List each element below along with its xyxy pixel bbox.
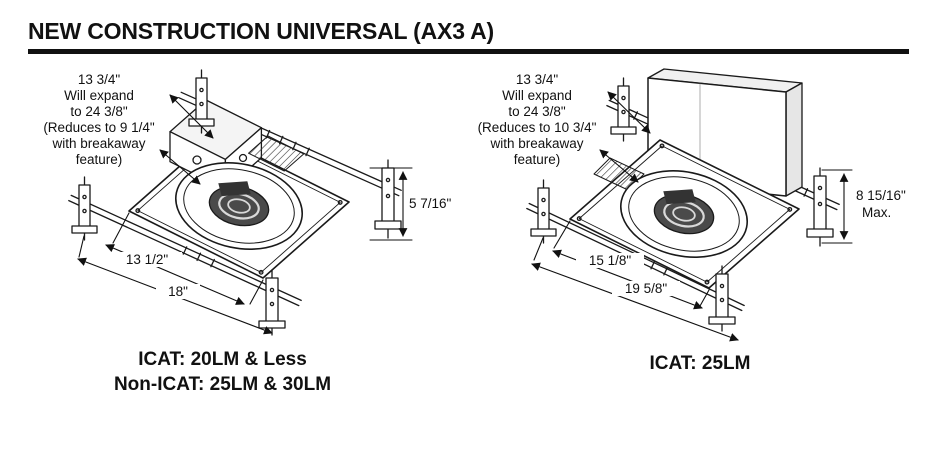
left-caption-line1: ICAT: 20LM & Less bbox=[138, 349, 307, 370]
left-caption-line2: Non-ICAT: 25LM & 30LM bbox=[113, 374, 332, 395]
note-line: to 24 3/8" bbox=[70, 104, 128, 119]
left-expand-note: 13 3/4" Will expand to 24 3/8" (Reduces … bbox=[25, 72, 173, 168]
title-underline bbox=[28, 49, 909, 54]
expand-dimension-arrow bbox=[169, 94, 214, 139]
trim-ring bbox=[174, 162, 304, 250]
left-caption: ICAT: 20LM & Less Non-ICAT: 25LM & 30LM bbox=[85, 347, 360, 397]
note-line: feature) bbox=[513, 152, 561, 167]
note-line: feature) bbox=[75, 152, 123, 167]
note-line: with breakaway bbox=[490, 136, 584, 151]
reduce-dimension-arrow bbox=[599, 149, 639, 183]
right-height-dimension: 8 15/16" bbox=[854, 188, 908, 203]
right-height-dimension-qualifier: Max. bbox=[860, 205, 894, 220]
note-line: with breakaway bbox=[52, 136, 146, 151]
note-line: 13 3/4" bbox=[515, 72, 559, 87]
mounting-bracket bbox=[806, 167, 834, 247]
expand-dimension-arrow bbox=[607, 91, 651, 134]
terminal-block bbox=[248, 135, 305, 172]
note-line: (Reduces to 9 1/4" bbox=[43, 120, 155, 135]
right-caption: ICAT: 25LM bbox=[595, 351, 805, 376]
right-inner-width-dimension: 15 1/8" bbox=[576, 253, 644, 268]
left-height-dimension: 5 7/16" bbox=[407, 196, 454, 211]
trim-ring bbox=[619, 170, 749, 258]
right-expand-note: 13 3/4" Will expand to 24 3/8" (Reduces … bbox=[463, 72, 611, 168]
outer-width-dimension-arrow bbox=[531, 262, 739, 342]
mounting-bracket bbox=[530, 179, 557, 244]
note-line: to 24 3/8" bbox=[508, 104, 566, 119]
left-outer-width-dimension: 18" bbox=[156, 284, 200, 299]
note-line: (Reduces to 10 3/4" bbox=[477, 120, 597, 135]
right-outer-width-dimension: 19 5/8" bbox=[612, 281, 680, 296]
right-caption-line1: ICAT: 25LM bbox=[649, 353, 751, 374]
note-line: Will expand bbox=[64, 88, 134, 103]
note-line: Will expand bbox=[502, 88, 572, 103]
left-inner-width-dimension: 13 1/2" bbox=[112, 252, 182, 267]
page-title: NEW CONSTRUCTION UNIVERSAL (AX3 A) bbox=[28, 18, 494, 44]
mounting-bracket bbox=[374, 159, 402, 239]
note-line: 13 3/4" bbox=[77, 72, 121, 87]
reduce-dimension-arrow bbox=[159, 149, 201, 185]
mounting-bracket bbox=[71, 176, 98, 241]
